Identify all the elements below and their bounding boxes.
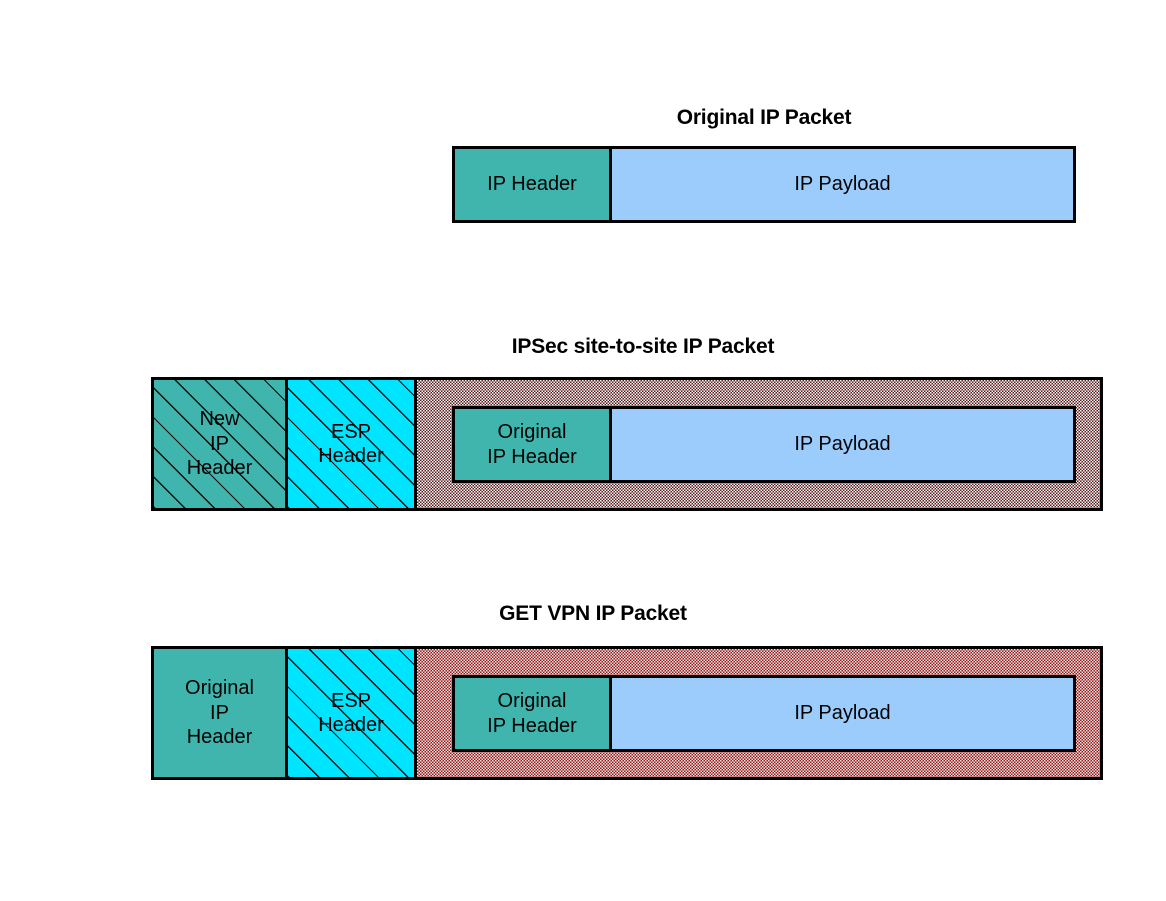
segment-encrypted-region: Original IP Header IP Payload xyxy=(417,649,1100,777)
packet-bar-get-vpn: Original IP Header ESP Header Original I… xyxy=(151,646,1103,780)
segment-encrypted-region: Original IP Header IP Payload xyxy=(417,380,1100,508)
segment-original-ip-header-line2: IP xyxy=(210,701,229,724)
segment-inner-original-ip-header: Original IP Header xyxy=(452,675,612,752)
segment-original-ip-header: Original IP Header xyxy=(154,649,288,777)
segment-inner-original-ip-header-line2: IP Header xyxy=(487,445,577,468)
segment-esp-header: ESP Header xyxy=(288,649,417,777)
segment-inner-ip-payload: IP Payload xyxy=(612,406,1076,483)
segment-inner-ip-payload-label: IP Payload xyxy=(794,433,891,456)
segment-esp-header-line2: Header xyxy=(318,445,384,467)
segment-esp-header: ESP Header xyxy=(288,380,417,508)
segment-original-ip-header-line1: Original xyxy=(185,677,254,700)
segment-inner-original-ip-header-line1: Original xyxy=(497,690,567,713)
segment-inner-original-ip-header-line1: Original xyxy=(497,421,567,444)
segment-new-ip-header-line2: IP xyxy=(210,432,229,455)
segment-inner-original-ip-header: Original IP Header xyxy=(452,406,612,483)
segment-new-ip-header-line3: Header xyxy=(186,457,253,480)
packet-bar-original: IP Header IP Payload xyxy=(452,146,1076,223)
segment-esp-header-line2: Header xyxy=(318,714,384,736)
segment-inner-ip-payload: IP Payload xyxy=(612,675,1076,752)
segment-ip-header-label: IP Header xyxy=(487,173,577,196)
diagram-title-get-vpn: GET VPN IP Packet xyxy=(499,602,687,625)
packet-bar-ipsec: New IP Header ESP Header Original IP Hea… xyxy=(151,377,1103,511)
segment-esp-header-line1: ESP xyxy=(330,420,372,443)
segment-ip-header: IP Header xyxy=(455,149,612,220)
diagram-title-ipsec-site-to-site: IPSec site-to-site IP Packet xyxy=(511,335,775,358)
segment-esp-header-line1: ESP xyxy=(330,689,372,712)
segment-inner-ip-payload-label: IP Payload xyxy=(794,702,891,725)
segment-ip-payload-label: IP Payload xyxy=(794,173,891,196)
segment-original-ip-header-line3: Header xyxy=(186,726,253,749)
diagram-title-original-ip-packet: Original IP Packet xyxy=(676,106,852,129)
segment-ip-payload: IP Payload xyxy=(612,149,1073,220)
segment-new-ip-header: New IP Header xyxy=(154,380,288,508)
segment-inner-original-ip-header-line2: IP Header xyxy=(487,714,577,737)
segment-new-ip-header-line1: New xyxy=(199,408,240,431)
